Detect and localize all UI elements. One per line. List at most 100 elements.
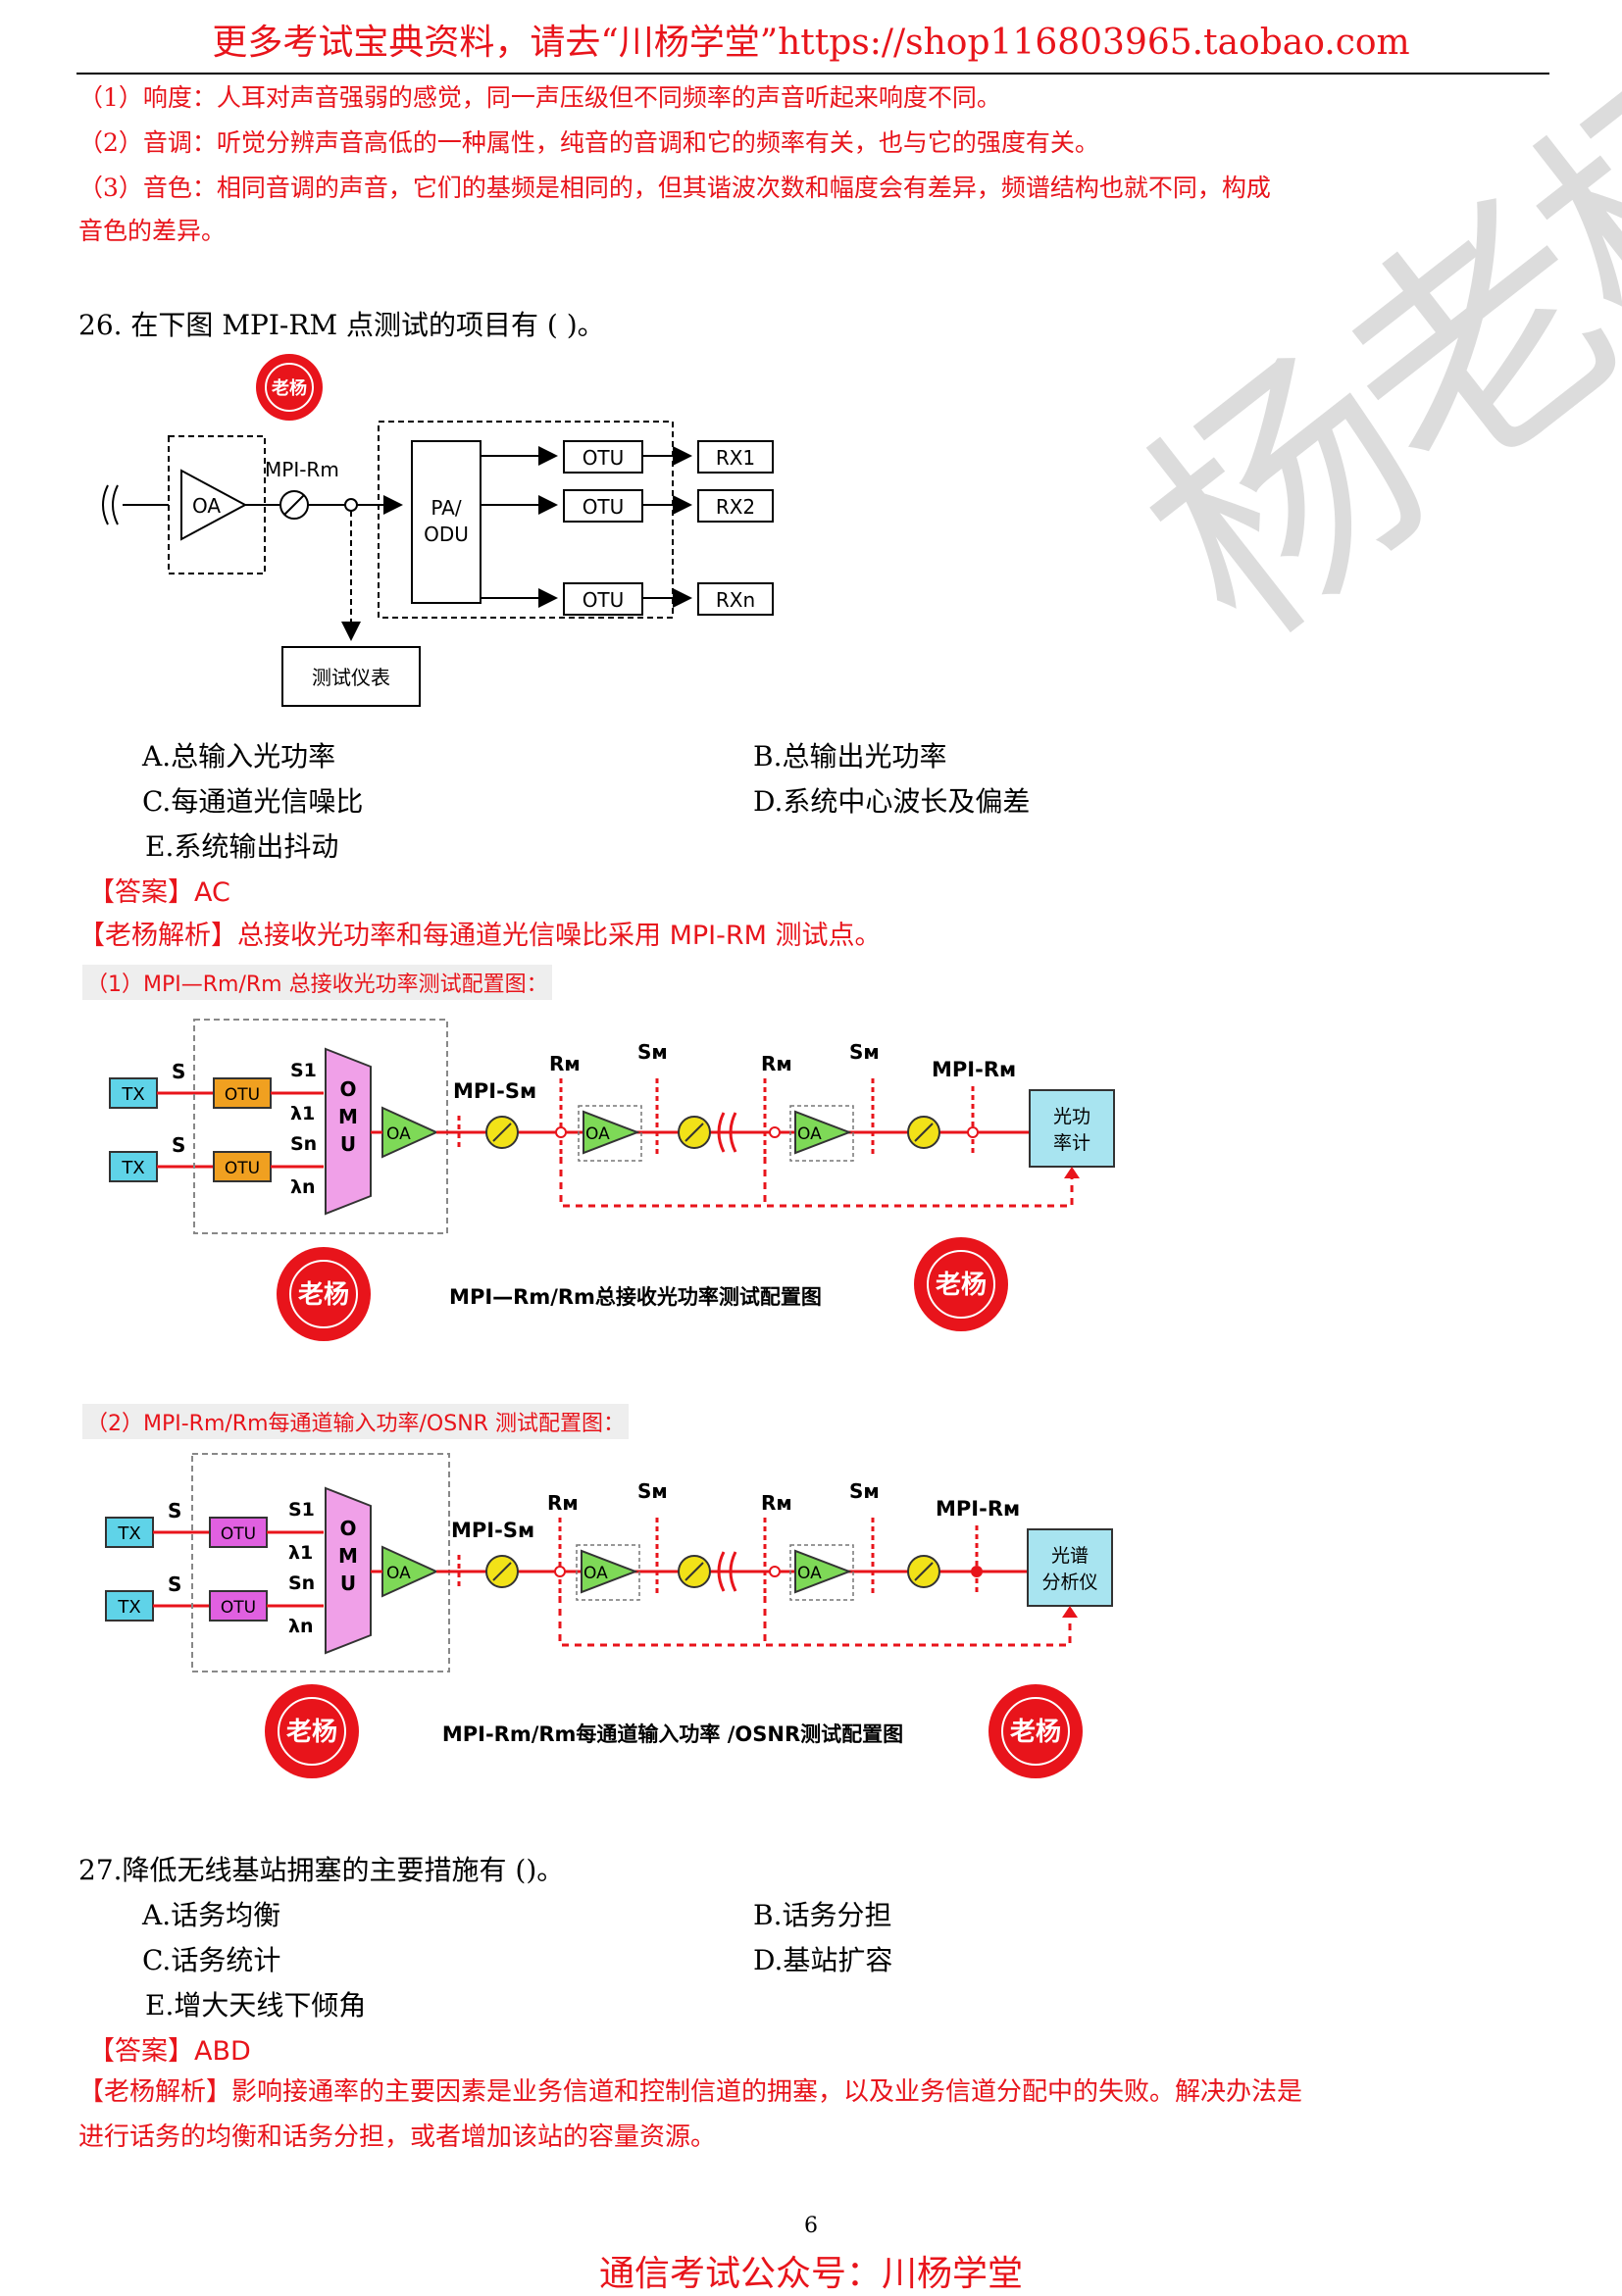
q27-analysis-line1: 【老杨解析】影响接通率的主要因素是业务信道和控制信道的拥塞，以及业务信道分配中的… [78, 2077, 1303, 2107]
svg-text:TX: TX [121, 1084, 144, 1105]
teacher-seal-icon: 老杨 [914, 1237, 1008, 1331]
teacher-seal-icon: 老杨 [256, 354, 323, 421]
teacher-seal-icon: 老杨 [988, 1684, 1083, 1778]
svg-text:λn: λn [290, 1176, 316, 1198]
q26-option-c: C.每通道光信噪比 [142, 785, 364, 818]
svg-text:OA: OA [797, 1564, 822, 1583]
svg-text:U: U [340, 1132, 356, 1156]
svg-text:老杨: 老杨 [936, 1271, 987, 1300]
teacher-seal-icon: 老杨 [277, 1247, 371, 1341]
note-timbre-line1: （3）音色：相同音调的声音，它们的基频是相同的，但其谐波次数和幅度会有差异，频谱… [78, 174, 1271, 202]
oa-amplifier [180, 469, 248, 541]
svg-text:Rм: Rм [549, 1052, 581, 1075]
svg-text:率计: 率计 [1053, 1132, 1090, 1154]
test-meter-label: 测试仪表 [312, 666, 390, 689]
svg-text:OTU: OTU [583, 588, 625, 612]
figure2-title: MPI-Rm/Rm每通道输入功率 /OSNR测试配置图 [442, 1722, 903, 1746]
rxn-box [697, 582, 774, 616]
svg-text:MPI-Rм: MPI-Rм [936, 1497, 1020, 1521]
svg-text:Sn: Sn [290, 1133, 317, 1155]
q27-option-c: C.话务统计 [142, 1944, 281, 1976]
svg-text:OTU: OTU [583, 495, 625, 519]
test-point [344, 498, 358, 512]
page-header: 更多考试宝典资料，请去“川杨学堂”https://shop116803965.t… [212, 23, 1410, 63]
test-meter-box [281, 646, 421, 707]
svg-text:老杨: 老杨 [1010, 1718, 1061, 1747]
q26-answer: 【答案】AC [88, 877, 230, 908]
svg-text:RX2: RX2 [716, 495, 755, 519]
svg-text:S: S [168, 1572, 181, 1596]
svg-text:M: M [338, 1544, 358, 1568]
svg-text:M: M [338, 1105, 358, 1128]
svg-text:RXn: RXn [716, 588, 755, 612]
omu-block [325, 1486, 372, 1655]
svg-text:老杨: 老杨 [272, 377, 307, 399]
svg-text:MPI-Sм: MPI-Sм [451, 1519, 534, 1542]
svg-text:Rм: Rм [761, 1052, 792, 1075]
oa-amplifier [794, 1110, 852, 1155]
figure2-diagram: TX TX S S OTU OTU S1 λ1 Sn λn O M U OA M… [105, 1453, 1113, 1778]
q26-option-d: D.系统中心波长及偏差 [753, 785, 1031, 818]
svg-text:S1: S1 [290, 1060, 317, 1081]
question-27: 27.降低无线基站拥塞的主要措施有 ()。 [78, 1854, 565, 1886]
svg-text:TX: TX [117, 1597, 140, 1618]
note-loudness: （1）响度：人耳对声音强弱的感觉，同一声压级但不同频率的声音听起来响度不同。 [78, 83, 1001, 112]
svg-text:OA: OA [583, 1564, 608, 1583]
optical-power-meter-box [1029, 1089, 1115, 1168]
receiver-dashed-box [378, 421, 674, 619]
svg-text:OA: OA [386, 1124, 411, 1144]
svg-text:S: S [172, 1060, 185, 1083]
oa-dashed-box [168, 435, 266, 574]
transmitter-dashed-box [191, 1453, 450, 1672]
svg-text:OA: OA [386, 1564, 411, 1583]
pa-odu-box [411, 440, 482, 604]
svg-text:OA: OA [585, 1124, 610, 1144]
otu-box [563, 440, 643, 474]
oa-label: OA [192, 494, 221, 518]
figure1-title: MPI—Rm/Rm总接收光功率测试配置图 [449, 1285, 822, 1309]
note-pitch: （2）音调：听觉分辨声音高低的一种属性，纯音的音调和它的频率有关，也与它的强度有… [78, 128, 1099, 157]
fiber-symbol [717, 1112, 737, 1153]
svg-text:Sм: Sм [637, 1040, 668, 1064]
svg-text:O: O [339, 1517, 356, 1540]
q26-option-a: A.总输入光功率 [142, 740, 336, 773]
pa-odu-label-1: PA/ [431, 496, 461, 520]
svg-text:OTU: OTU [221, 1598, 256, 1618]
svg-text:λn: λn [288, 1616, 314, 1637]
header-divider [76, 73, 1549, 75]
q27-option-d: D.基站扩容 [753, 1944, 893, 1976]
svg-text:Rм: Rм [761, 1491, 792, 1515]
svg-text:OA: OA [797, 1124, 822, 1144]
svg-text:Sм: Sм [849, 1040, 880, 1064]
svg-text:U: U [340, 1572, 356, 1595]
otu-box [213, 1151, 272, 1182]
svg-text:λ1: λ1 [288, 1542, 313, 1564]
page-footer: 通信考试公众号：川杨学堂 [598, 2254, 1023, 2294]
otu-box [213, 1077, 272, 1109]
q26-option-e: E.系统输出抖动 [145, 830, 339, 863]
svg-text:Sм: Sм [849, 1479, 880, 1503]
q27-option-a: A.话务均衡 [142, 1899, 281, 1931]
spectrum-analyzer-box [1027, 1528, 1113, 1607]
oa-amplifier [581, 1549, 638, 1594]
question-26: 26. 在下图 MPI-RM 点测试的项目有 ( )。 [78, 309, 605, 341]
tx-box [109, 1077, 158, 1109]
svg-text:TX: TX [121, 1158, 144, 1178]
q27-analysis-line2: 进行话务的均衡和话务分担，或者增加该站的容量资源。 [78, 2122, 717, 2152]
teacher-seal-icon: 老杨 [265, 1684, 359, 1778]
pa-odu-label-2: ODU [424, 523, 469, 546]
svg-text:Rм: Rм [547, 1491, 579, 1515]
q27-answer: 【答案】ABD [88, 2036, 251, 2067]
svg-text:MPI-Sм: MPI-Sм [453, 1079, 536, 1103]
svg-text:O: O [339, 1077, 356, 1101]
svg-text:OTU: OTU [221, 1524, 256, 1544]
fiber-symbol [717, 1551, 737, 1592]
note-timbre-line2: 音色的差异。 [78, 217, 227, 245]
q27-option-b: B.话务分担 [753, 1899, 892, 1931]
q26-analysis: 【老杨解析】总接收光功率和每通道光信噪比采用 MPI-RM 测试点。 [78, 921, 882, 951]
page-number: 6 [804, 2214, 818, 2238]
transmitter-dashed-box [193, 1019, 448, 1234]
omu-block [325, 1047, 372, 1216]
figure1-diagram: TX TX S S OTU OTU S1 λ1 Sn λn O M U OA M… [109, 1019, 1115, 1341]
oa-amplifier [794, 1549, 852, 1594]
